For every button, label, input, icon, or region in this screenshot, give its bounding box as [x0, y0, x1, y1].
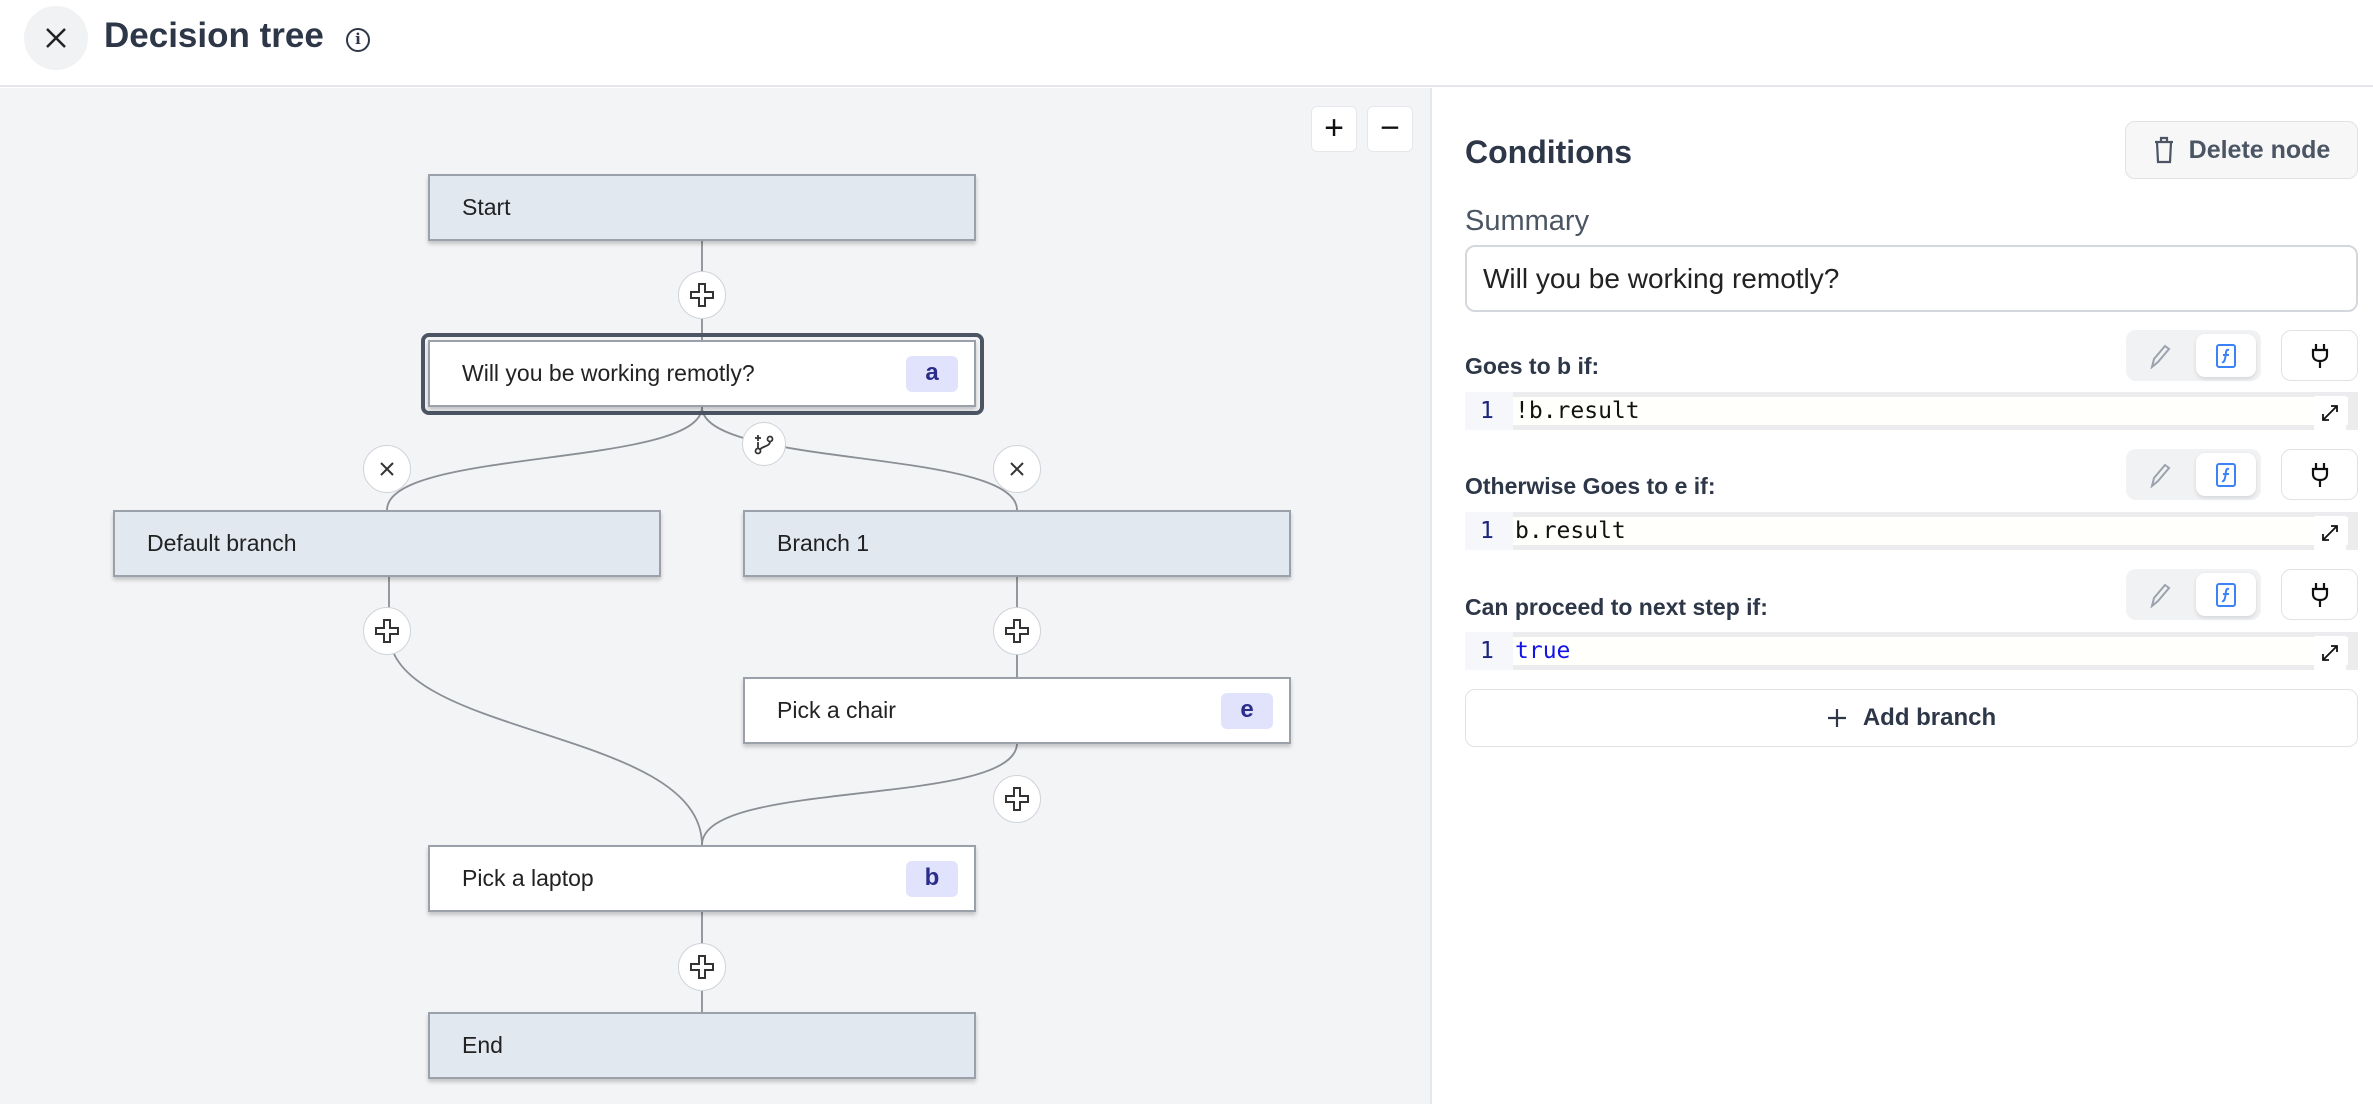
line-number: 1	[1465, 392, 1513, 430]
close-icon	[380, 462, 394, 476]
code-text[interactable]: b.result	[1513, 517, 2348, 545]
add-branch-label: Add branch	[1862, 704, 1997, 731]
plug-icon	[2311, 343, 2328, 368]
edge-chair-laptop	[701, 742, 1018, 846]
node-badge: a	[906, 356, 958, 392]
edge-question-branch1	[701, 406, 1018, 511]
add-branch-button[interactable]: Add branch	[1465, 689, 2358, 747]
formula-mode-button[interactable]	[2196, 573, 2256, 616]
expand-icon	[2322, 405, 2338, 421]
text-mode-button[interactable]	[2130, 453, 2190, 496]
close-icon	[46, 28, 66, 48]
condition-code-editor[interactable]: 1 b.result	[1465, 512, 2358, 550]
panel-title: Conditions	[1465, 134, 1633, 170]
plug-icon	[2311, 462, 2328, 487]
page-title: Decision tree	[104, 16, 324, 55]
plus-icon	[1005, 787, 1029, 811]
connect-button[interactable]	[2281, 449, 2358, 500]
text-mode-button[interactable]	[2130, 334, 2190, 377]
close-icon	[1010, 462, 1024, 476]
code-text[interactable]: !b.result	[1513, 397, 2348, 425]
selection-outline	[421, 333, 984, 415]
node-start[interactable]: Start	[428, 174, 976, 241]
plug-icon	[2311, 582, 2328, 607]
conditions-panel: Conditions Delete node Summary Goes to b…	[1434, 88, 2373, 1104]
formula-mode-button[interactable]	[2196, 453, 2256, 496]
edge-question-default	[386, 406, 703, 511]
line-number: 1	[1465, 512, 1513, 550]
expand-icon	[2322, 645, 2338, 661]
info-icon[interactable]: i	[346, 28, 370, 52]
plus-icon	[690, 955, 714, 979]
pencil-icon	[2150, 344, 2171, 369]
condition-label: Can proceed to next step if:	[1465, 594, 1768, 620]
add-step-button[interactable]	[993, 607, 1041, 655]
add-step-button[interactable]	[363, 607, 411, 655]
summary-label: Summary	[1465, 205, 1590, 237]
pencil-icon	[2150, 583, 2171, 608]
node-label: Will you be working remotly?	[462, 360, 755, 386]
connect-button[interactable]	[2281, 569, 2358, 620]
plus-icon	[1827, 709, 1846, 727]
function-icon	[2216, 582, 2236, 607]
node-label: Pick a chair	[777, 697, 896, 723]
node-end[interactable]: End	[428, 1012, 976, 1079]
node-badge: e	[1221, 693, 1273, 729]
delete-node-label: Delete node	[2188, 135, 2331, 164]
summary-input[interactable]	[1465, 245, 2358, 312]
code-text[interactable]: true	[1513, 637, 2348, 665]
node-branch-1[interactable]: Branch 1	[743, 510, 1291, 577]
plus-icon	[1005, 619, 1029, 643]
plus-icon	[375, 619, 399, 643]
expand-button[interactable]	[2314, 636, 2346, 670]
mode-toggle	[2126, 449, 2261, 500]
zoom-out-button[interactable]: −	[1367, 106, 1413, 152]
node-label: Default branch	[147, 530, 297, 556]
remove-branch-button[interactable]	[363, 445, 411, 493]
node-default-branch[interactable]: Default branch	[113, 510, 661, 577]
mode-toggle	[2126, 330, 2261, 381]
expand-button[interactable]	[2314, 396, 2346, 430]
close-button[interactable]	[24, 6, 88, 70]
node-badge: b	[906, 861, 958, 897]
header: Decision tree i	[0, 0, 2373, 87]
plus-icon	[690, 283, 714, 307]
pencil-icon	[2150, 463, 2171, 488]
function-icon	[2216, 462, 2236, 487]
branch-add-icon	[754, 435, 774, 455]
line-number: 1	[1465, 632, 1513, 670]
trash-icon	[2154, 136, 2173, 164]
node-label: Start	[462, 194, 511, 220]
add-step-button[interactable]	[993, 775, 1041, 823]
delete-node-button[interactable]: Delete node	[2125, 121, 2358, 179]
expand-button[interactable]	[2314, 516, 2346, 550]
zoom-in-button[interactable]: +	[1311, 106, 1357, 152]
remove-branch-button[interactable]	[993, 445, 1041, 493]
add-branch-node-button[interactable]	[742, 422, 786, 466]
mode-toggle	[2126, 569, 2261, 620]
condition-code-editor[interactable]: 1 !b.result	[1465, 392, 2358, 430]
add-step-button[interactable]	[678, 943, 726, 991]
node-pick-chair[interactable]: Pick a chair e	[743, 677, 1291, 744]
flow-canvas[interactable]: + − Start Will you be working remotly?a …	[0, 88, 1432, 1104]
node-question[interactable]: Will you be working remotly? a	[428, 340, 976, 407]
connect-button[interactable]	[2281, 330, 2358, 381]
expand-icon	[2322, 525, 2338, 541]
condition-label: Goes to b if:	[1465, 353, 1600, 379]
edge-default-laptop	[388, 577, 703, 846]
condition-label: Otherwise Goes to e if:	[1465, 473, 1716, 499]
text-mode-button[interactable]	[2130, 573, 2190, 616]
node-label: End	[462, 1032, 503, 1058]
node-pick-laptop[interactable]: Pick a laptop b	[428, 845, 976, 912]
node-label: Pick a laptop	[462, 865, 594, 891]
add-step-button[interactable]	[678, 271, 726, 319]
condition-code-editor[interactable]: 1 true	[1465, 632, 2358, 670]
node-label: Branch 1	[777, 530, 870, 556]
formula-mode-button[interactable]	[2196, 334, 2256, 377]
function-icon	[2216, 343, 2236, 368]
